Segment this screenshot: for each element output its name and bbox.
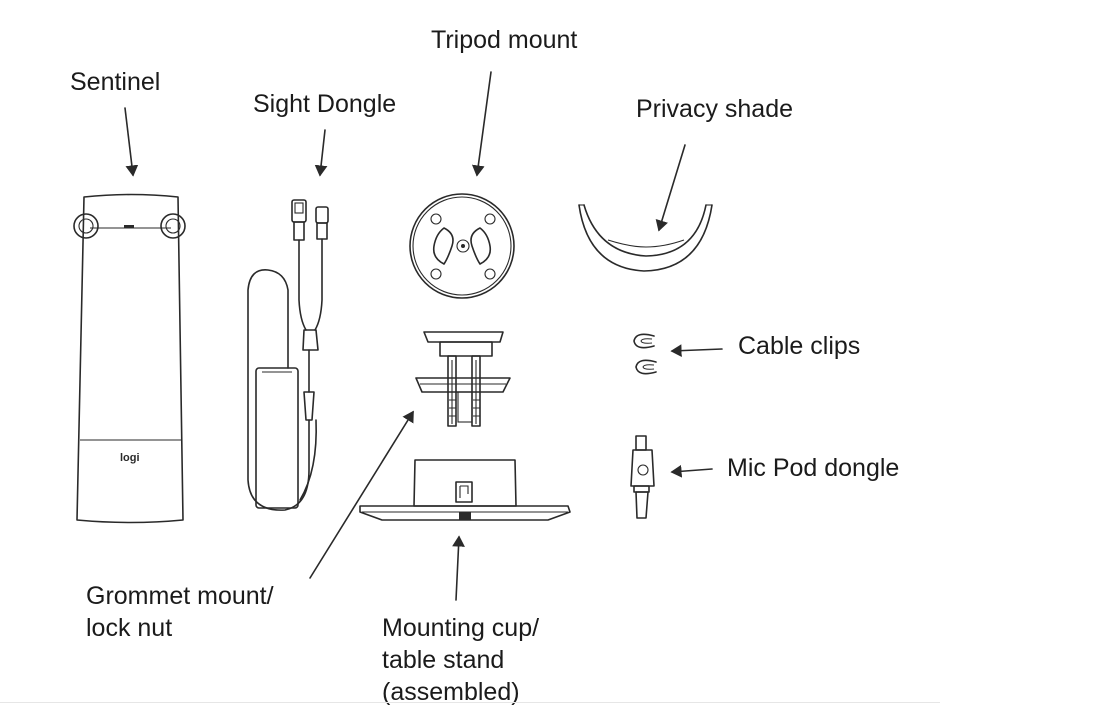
sight-dongle-device: [247, 199, 329, 511]
cable-clips-device: [633, 333, 657, 375]
label-mic-pod-dongle: Mic Pod dongle: [727, 454, 900, 482]
label-cable-clips: Cable clips: [738, 332, 861, 360]
sentinel-device: logi: [73, 193, 186, 524]
mic-pod-dongle-device: [630, 435, 655, 519]
grommet-mount-device: [415, 331, 511, 427]
label-sentinel: Sentinel: [70, 68, 161, 96]
logi-logo: logi: [120, 452, 140, 464]
mounting-cup-device: [359, 459, 571, 521]
tripod-mount-device: [409, 193, 515, 299]
privacy-shade-device: [578, 204, 713, 272]
bottom-divider: [0, 702, 940, 703]
label-grommet-mount-line2: lock nut: [86, 614, 173, 642]
label-grommet-mount-line1: Grommet mount/: [86, 582, 274, 610]
label-mounting-cup-line3: (assembled): [382, 678, 520, 706]
label-sight-dongle: Sight Dongle: [253, 90, 397, 118]
label-tripod-mount: Tripod mount: [431, 26, 578, 54]
label-privacy-shade: Privacy shade: [636, 95, 794, 123]
label-mounting-cup-line2: table stand: [382, 646, 505, 674]
leader-arrows: [124, 71, 723, 601]
label-mounting-cup-line1: Mounting cup/: [382, 614, 540, 642]
